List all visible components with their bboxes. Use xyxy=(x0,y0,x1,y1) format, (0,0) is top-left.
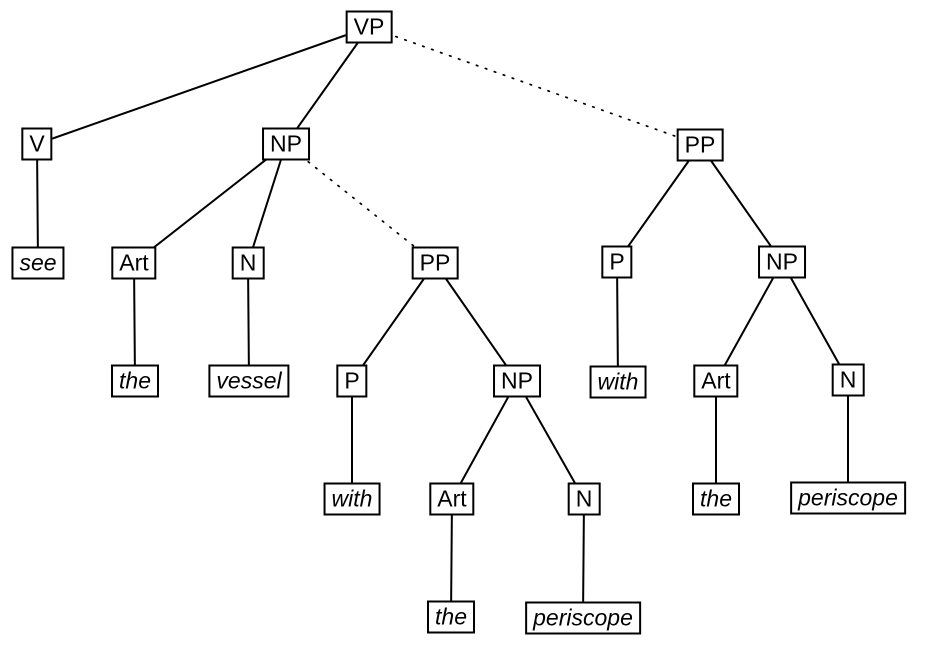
tree-node-p1: P xyxy=(336,364,368,398)
tree-edge-vp-v xyxy=(36,26,370,145)
tree-edge-n1-vessel xyxy=(247,262,250,382)
tree-edge-pp1-p1 xyxy=(351,262,436,382)
tree-node-art3: Art xyxy=(693,364,739,398)
tree-node-n1: N xyxy=(231,246,265,280)
tree-node-vp: VP xyxy=(345,10,393,44)
tree-edge-pp1-np2 xyxy=(434,262,518,382)
tree-edge-np1-n1 xyxy=(247,143,287,264)
tree-node-see: see xyxy=(11,246,65,280)
tree-node-pp1: PP xyxy=(411,246,459,280)
tree-edge-art2-the2 xyxy=(450,498,453,618)
tree-node-with2: with xyxy=(589,365,647,399)
tree-node-art2: Art xyxy=(429,482,475,516)
tree-edge-np1-art1 xyxy=(133,143,287,264)
tree-node-n3: N xyxy=(831,363,865,397)
tree-edge-art1-the1 xyxy=(133,262,136,382)
tree-node-p2: P xyxy=(601,245,633,279)
tree-edge-np3-art3 xyxy=(715,261,783,382)
tree-edge-vp-np1 xyxy=(285,26,370,145)
tree-edge-np1-pp1 xyxy=(285,143,436,264)
tree-node-np2: NP xyxy=(493,364,541,398)
tree-node-np3: NP xyxy=(758,245,806,279)
tree-node-with1: with xyxy=(323,482,381,516)
tree-node-art1: Art xyxy=(111,246,157,280)
tree-node-the2: the xyxy=(427,600,475,634)
tree-node-v: V xyxy=(21,127,53,161)
tree-edge-v-see xyxy=(36,143,39,264)
tree-node-np1: NP xyxy=(262,127,310,161)
tree-edge-pp2-np3 xyxy=(699,144,783,263)
tree-edge-np3-n3 xyxy=(781,261,849,381)
tree-node-the3: the xyxy=(692,482,740,516)
tree-edge-np2-art2 xyxy=(451,380,518,500)
tree-edge-pp2-p2 xyxy=(616,144,701,263)
tree-edge-n2-periscope1 xyxy=(582,498,585,619)
tree-node-periscope1: periscope xyxy=(525,601,641,635)
tree-edge-np2-n2 xyxy=(516,380,585,500)
tree-node-vessel: vessel xyxy=(208,364,290,398)
tree-node-n2: N xyxy=(567,482,601,516)
tree-node-the1: the xyxy=(111,364,159,398)
tree-edge-vp-pp2 xyxy=(368,26,701,146)
tree-node-periscope2: periscope xyxy=(790,481,906,515)
tree-edge-p2-with2 xyxy=(616,261,619,383)
tree-node-pp2: PP xyxy=(676,128,724,162)
